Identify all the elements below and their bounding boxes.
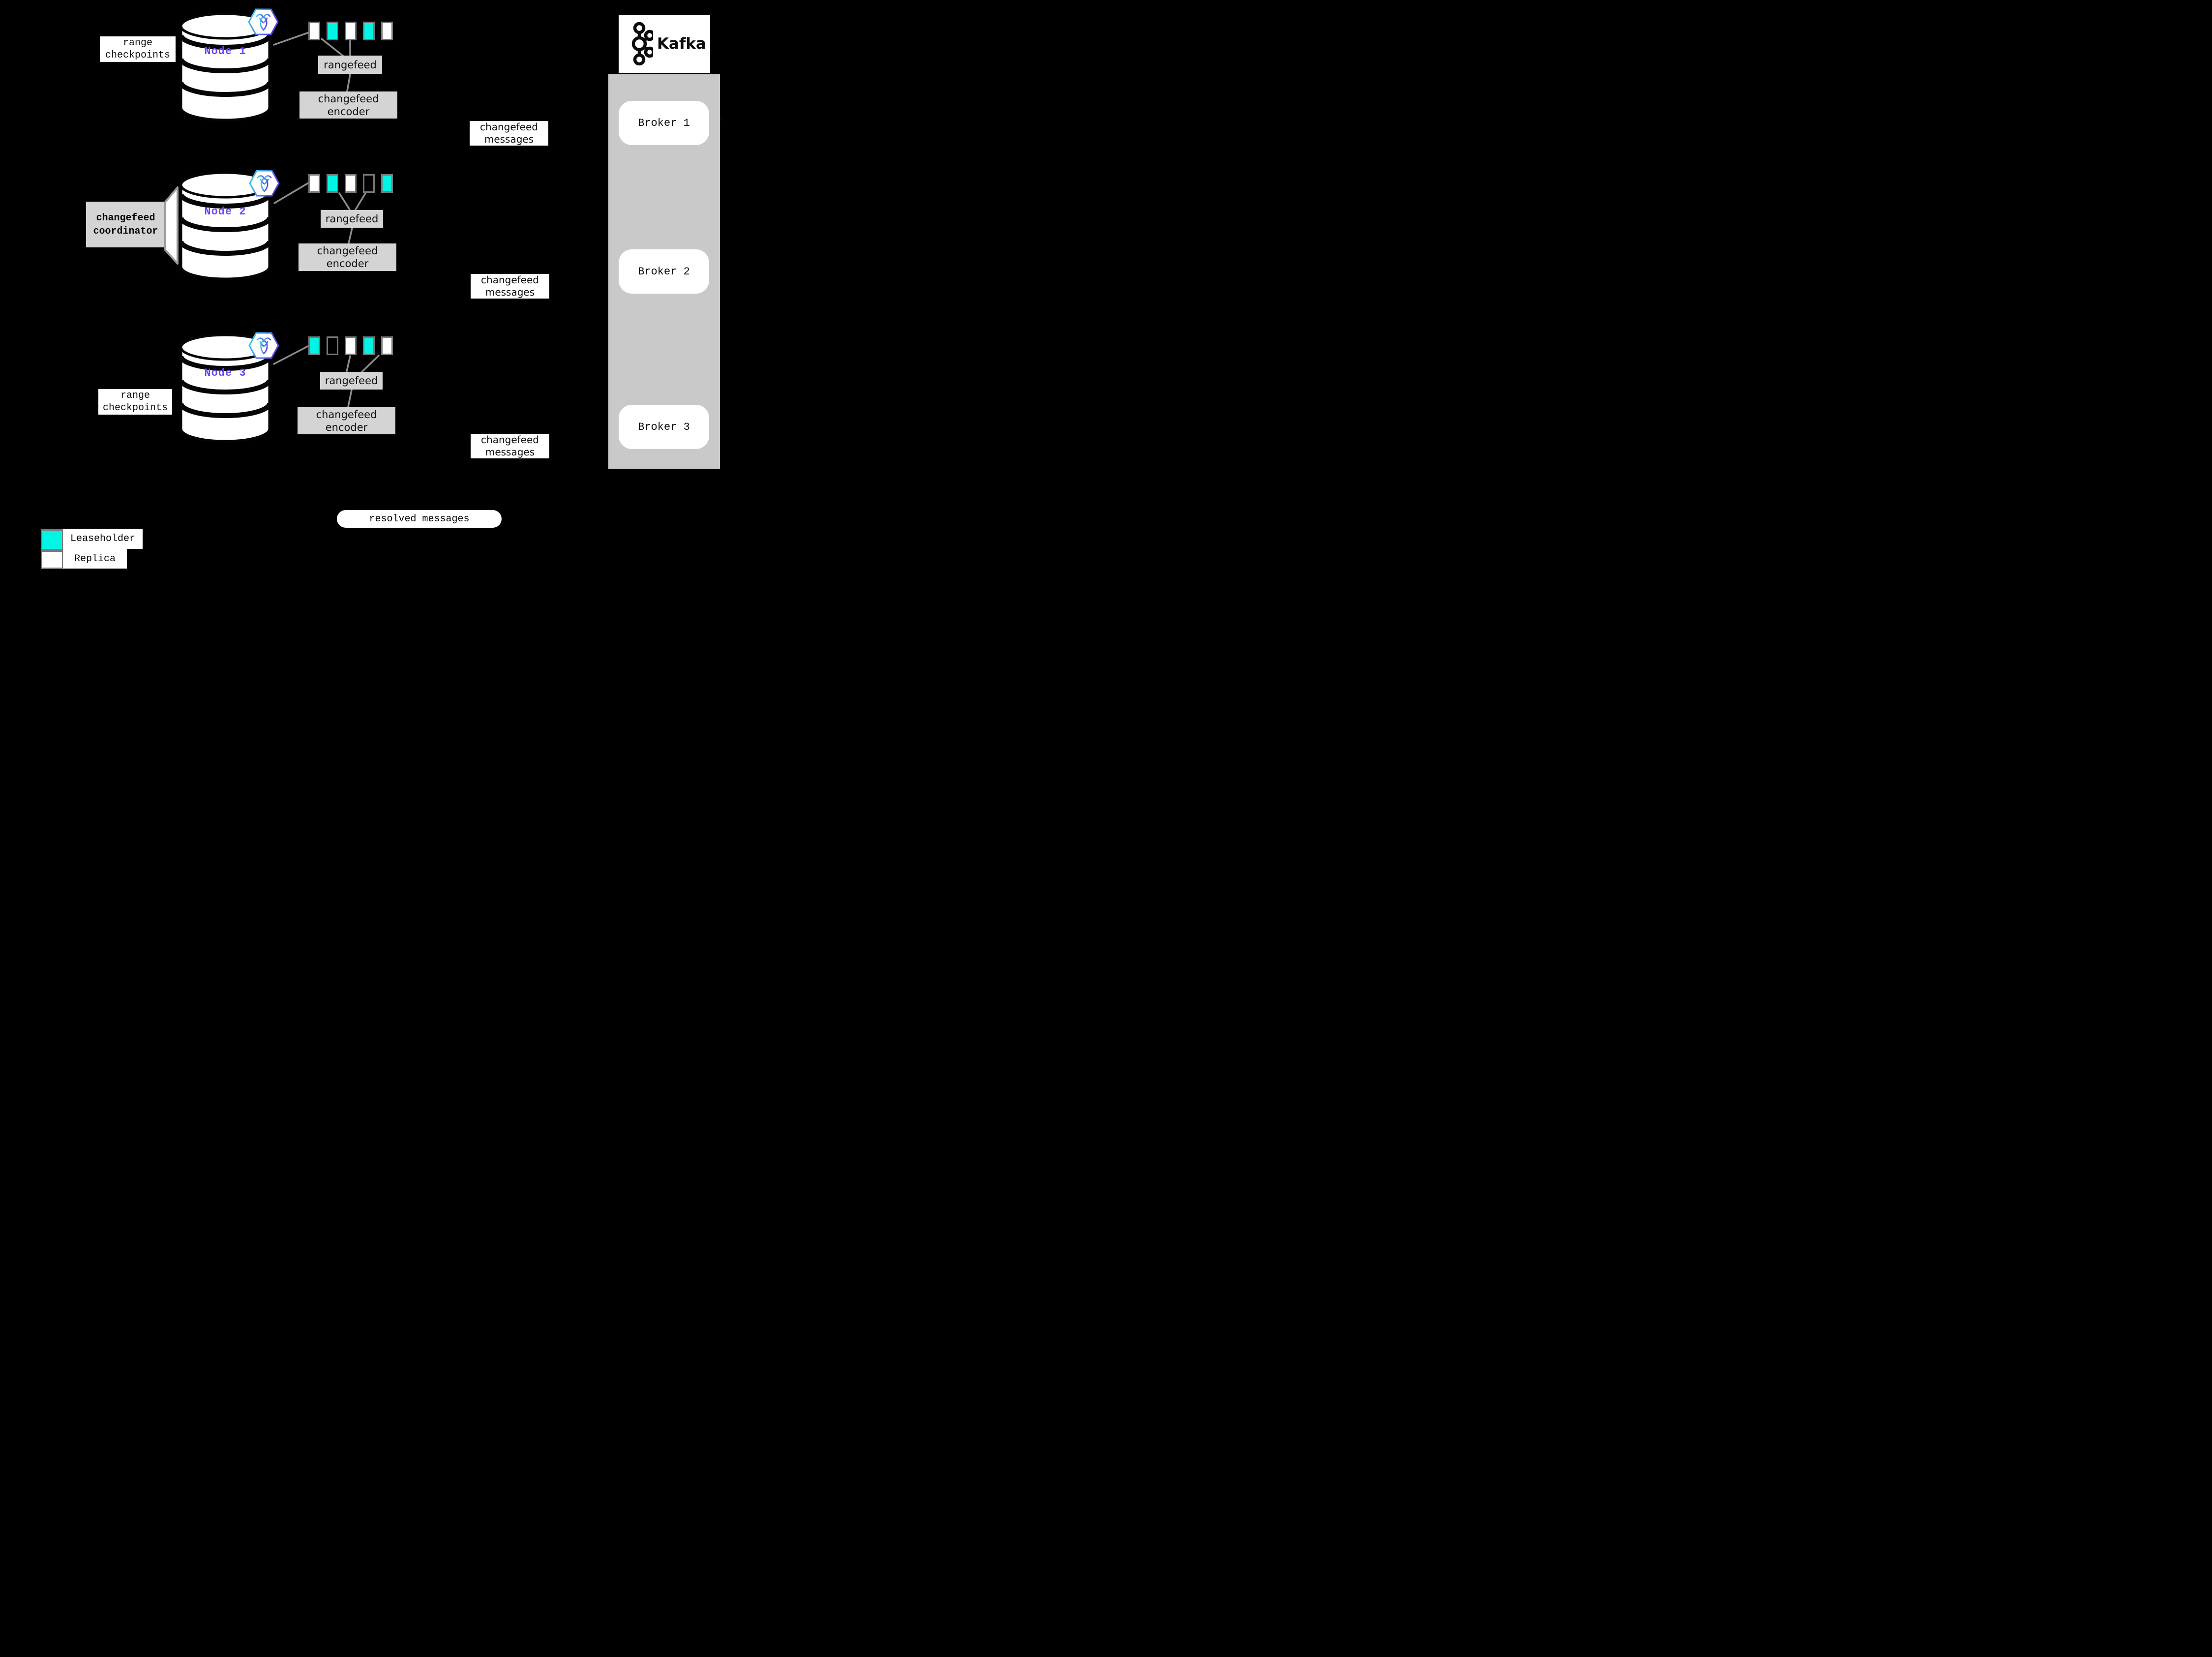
- leaseholder-cell: [363, 336, 375, 355]
- cockroachdb-logo-icon: [248, 8, 279, 35]
- replica-cell: [345, 22, 357, 40]
- node2-changefeed-encoder-box: changefeed encoder: [299, 243, 396, 271]
- node3-range-checkpoints-label: range checkpoints: [98, 389, 172, 415]
- leaseholder-cell: [327, 22, 338, 40]
- node3-rangefeed-to-encoder-line: [347, 389, 353, 408]
- node1-rangefeed-to-encoder-line: [346, 73, 351, 92]
- node1-to-range-line: [273, 31, 310, 46]
- empty-cell: [363, 174, 375, 193]
- empty-cell: [327, 336, 338, 355]
- node1-changefeed-messages-label: changefeed messages: [470, 121, 548, 146]
- node1-range1-to-rangefeed-line: [321, 38, 344, 57]
- node3-changefeed-encoder-box: changefeed encoder: [298, 407, 395, 434]
- node1-database-cylinder: [179, 12, 272, 121]
- node2-rangefeed-box: rangefeed: [321, 210, 383, 228]
- broker-1: Broker 1: [619, 101, 709, 145]
- leaseholder-cell: [308, 336, 320, 355]
- cockroachdb-logo-icon: [248, 332, 279, 359]
- leaseholder-cell: [381, 174, 393, 193]
- node1-rangefeed-box: rangefeed: [318, 56, 382, 74]
- node2-range4-to-rangefeed-line: [355, 192, 366, 211]
- node3-range5-to-rangefeed-line: [361, 355, 380, 373]
- node2-rangefeed-to-encoder-line: [348, 227, 353, 244]
- replica-cell: [381, 22, 393, 40]
- resolved-messages-label: resolved messages: [337, 510, 502, 528]
- node1-label: Node 1: [204, 45, 246, 58]
- node2-changefeed-messages-label: changefeed messages: [471, 274, 549, 299]
- replica-cell: [345, 174, 357, 193]
- node1-range-checkpoints-label: range checkpoints: [100, 36, 176, 62]
- diagram-canvas: Node 1 Node 2 Node 3: [0, 0, 771, 577]
- node2-database-cylinder: [179, 171, 272, 280]
- kafka-title: Kafka: [657, 35, 706, 53]
- kafka-logo-icon: [631, 22, 653, 65]
- node3-changefeed-messages-label: changefeed messages: [471, 434, 549, 458]
- legend-leaseholder-label: Leaseholder: [63, 529, 143, 549]
- node2-range2-to-rangefeed-line: [338, 192, 351, 211]
- legend-replica-label: Replica: [63, 549, 127, 569]
- cockroachdb-logo-icon: [249, 170, 280, 197]
- node2-label: Node 2: [204, 206, 246, 218]
- broker-3: Broker 3: [619, 405, 709, 449]
- kafka-logo-box: Kafka: [619, 15, 710, 73]
- replica-cell: [308, 174, 320, 193]
- leaseholder-cell: [327, 174, 338, 193]
- node2-range-row: [308, 174, 393, 193]
- node1-changefeed-encoder-box: changefeed encoder: [299, 91, 397, 119]
- node3-range3-to-rangefeed-line: [346, 355, 351, 372]
- changefeed-coordinator-label: changefeed coordinator: [86, 202, 165, 247]
- node3-rangefeed-box: rangefeed: [320, 372, 383, 390]
- node3-label: Node 3: [204, 367, 246, 379]
- legend-replica-swatch: [41, 550, 63, 569]
- node3-range-row: [308, 336, 393, 355]
- broker-2: Broker 2: [619, 249, 709, 294]
- replica-cell: [308, 22, 320, 40]
- replica-cell: [381, 336, 393, 355]
- legend-leaseholder-swatch: [41, 529, 63, 550]
- replica-cell: [345, 336, 357, 355]
- node1-range-row: [308, 22, 393, 40]
- leaseholder-cell: [363, 22, 375, 40]
- coordinator-arrow-shape: [164, 186, 179, 265]
